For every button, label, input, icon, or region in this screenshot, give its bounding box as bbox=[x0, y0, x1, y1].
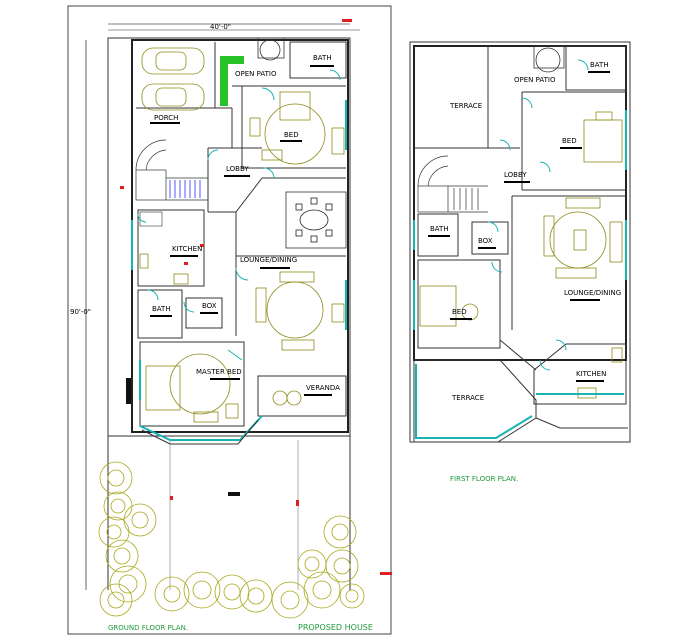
gf-veranda-label: VERANDA bbox=[306, 384, 340, 392]
ff-open-patio-label: OPEN PATIO bbox=[514, 76, 556, 84]
ground-floor-plan: 40'-0" 90'-0" BATH OPEN PATIO PORCH BED … bbox=[70, 19, 392, 632]
gf-open-patio-label: OPEN PATIO bbox=[235, 70, 277, 78]
ground-width-dimension: 40'-0" bbox=[210, 23, 231, 31]
gf-lounge-dining-label: LOUNGE/DINING bbox=[240, 256, 297, 264]
gf-porch-label: PORCH bbox=[154, 114, 178, 122]
first-floor-title: FIRST FLOOR PLAN. bbox=[450, 475, 518, 483]
gf-bed-label: BED bbox=[284, 131, 299, 139]
ff-box-label: BOX bbox=[478, 237, 493, 245]
ff-terrace-top-label: TERRACE bbox=[449, 102, 482, 110]
ff-lounge-dining-label: LOUNGE/DINING bbox=[564, 289, 621, 297]
sheet-border bbox=[67, 5, 392, 635]
ff-bath-label: BATH bbox=[430, 225, 449, 233]
ground-depth-dimension: 90'-0" bbox=[70, 308, 91, 316]
ff-bed-label: BED bbox=[452, 308, 467, 316]
ground-floor-title: GROUND FLOOR PLAN. bbox=[108, 624, 188, 632]
first-floor-plan: TERRACE OPEN PATIO BATH BED LOBBY BATH B… bbox=[409, 41, 631, 483]
gf-lobby-label: LOBBY bbox=[226, 165, 249, 173]
ff-bed-top-label: BED bbox=[562, 137, 577, 145]
gf-bath-top-label: BATH bbox=[313, 54, 332, 62]
gf-master-bed-label: MASTER BED bbox=[196, 368, 242, 376]
trees bbox=[98, 461, 365, 619]
ff-terrace-bottom-label: TERRACE bbox=[451, 394, 484, 402]
gf-kitchen-label: KITCHEN bbox=[172, 245, 202, 253]
ff-kitchen-label: KITCHEN bbox=[576, 370, 606, 378]
ff-lobby-label: LOBBY bbox=[504, 171, 527, 179]
gf-box-label: BOX bbox=[202, 302, 217, 310]
gf-bath-label: BATH bbox=[152, 305, 171, 313]
ff-bath-top-label: BATH bbox=[590, 61, 609, 69]
project-title: PROPOSED HOUSE bbox=[298, 623, 373, 632]
